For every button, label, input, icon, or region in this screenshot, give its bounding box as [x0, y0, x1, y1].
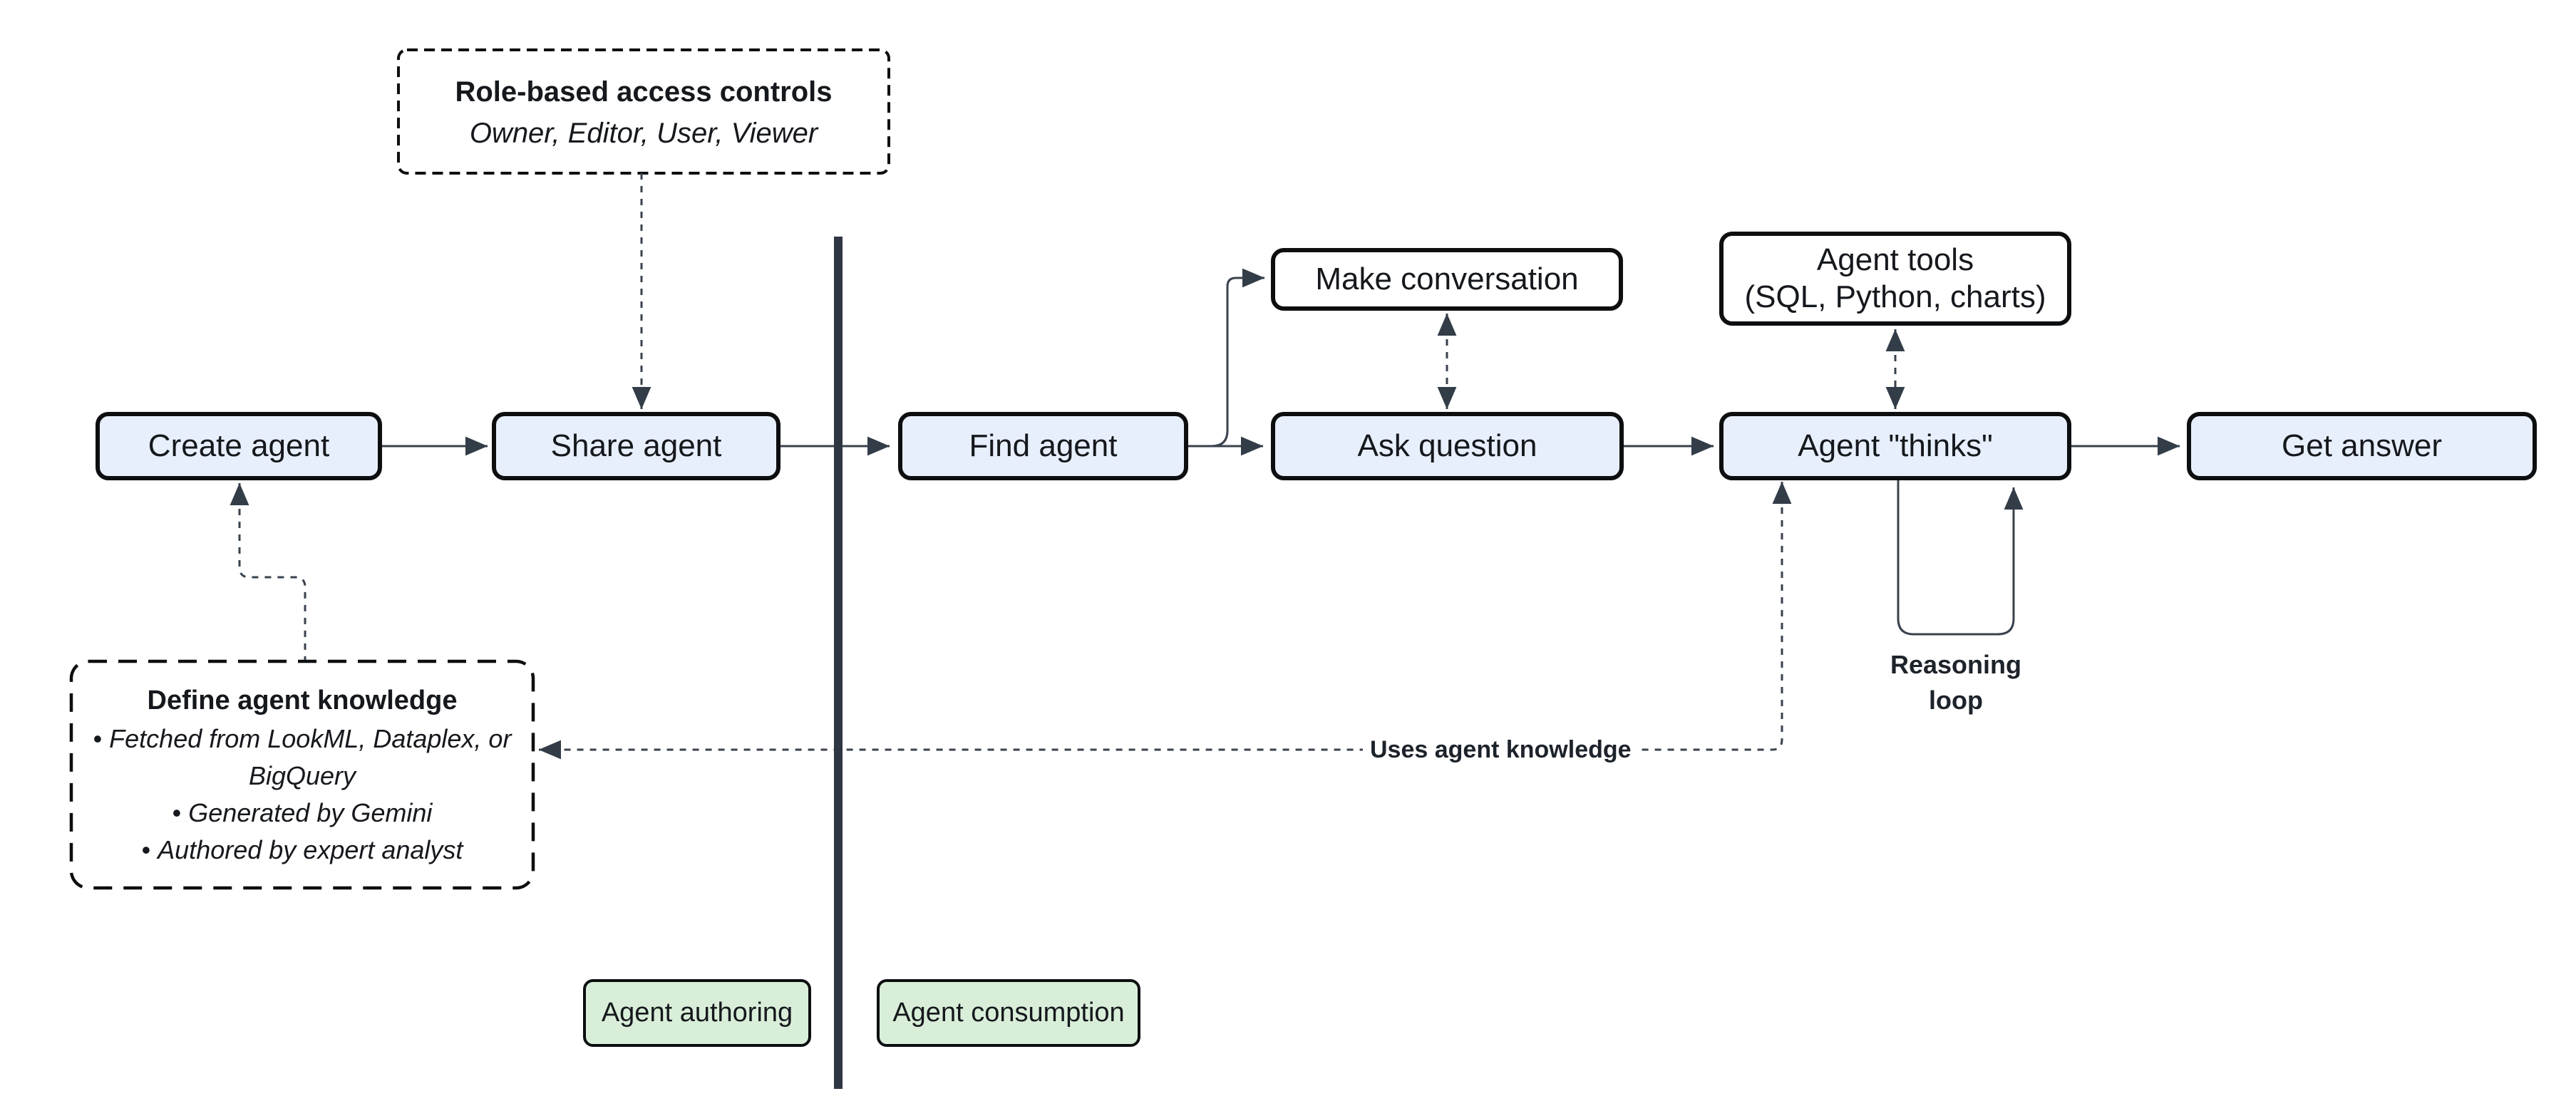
- arrow-uses-agent-knowledge: [538, 481, 1792, 760]
- flow-node-ask-question: Ask question: [1271, 412, 1624, 480]
- zone-label-agent-authoring: Agent authoring: [583, 979, 811, 1047]
- note-access-roles: Owner, Editor, User, Viewer: [469, 117, 818, 149]
- note-access-title: Role-based access controls: [455, 76, 833, 108]
- agent-tools-line1: Agent tools: [1816, 242, 1974, 278]
- note-knowledge-title: Define agent knowledge: [147, 686, 458, 715]
- arrow-knowledge-to-create: [230, 482, 306, 660]
- flow-node-create-agent: Create agent: [96, 412, 382, 480]
- flow-node-share-agent: Share agent: [492, 412, 780, 480]
- uses-agent-knowledge-label: Uses agent knowledge: [1363, 731, 1639, 768]
- note-define-agent-knowledge: Define agent knowledge Fetched from Look…: [71, 661, 533, 888]
- note-role-based-access: Role-based access controls Owner, Editor…: [398, 50, 889, 173]
- note-access-border: [397, 48, 890, 175]
- note-knowledge-bullet: Authored by expert analyst: [142, 832, 463, 869]
- zone-divider-line: [834, 237, 843, 1089]
- flow-node-make-conversation: Make conversation: [1271, 248, 1623, 311]
- note-knowledge-bullet: Fetched from LookML, Dataplex, or BigQue…: [91, 720, 513, 795]
- flow-node-find-agent: Find agent: [898, 412, 1188, 480]
- zone-label-agent-consumption: Agent consumption: [877, 979, 1140, 1047]
- agent-tools-line2: (SQL, Python, charts): [1744, 279, 2046, 314]
- flow-node-agent-thinks: Agent "thinks": [1719, 412, 2071, 480]
- flow-node-get-answer: Get answer: [2187, 412, 2537, 480]
- note-knowledge-bullet: Generated by Gemini: [172, 795, 432, 832]
- arrow-reasoning-loop: [1897, 480, 2024, 636]
- flow-node-agent-tools: Agent tools (SQL, Python, charts): [1719, 232, 2071, 326]
- reasoning-loop-label: Reasoning loop: [1890, 650, 2022, 715]
- arrow-find-to-make-conversation: [1211, 268, 1265, 448]
